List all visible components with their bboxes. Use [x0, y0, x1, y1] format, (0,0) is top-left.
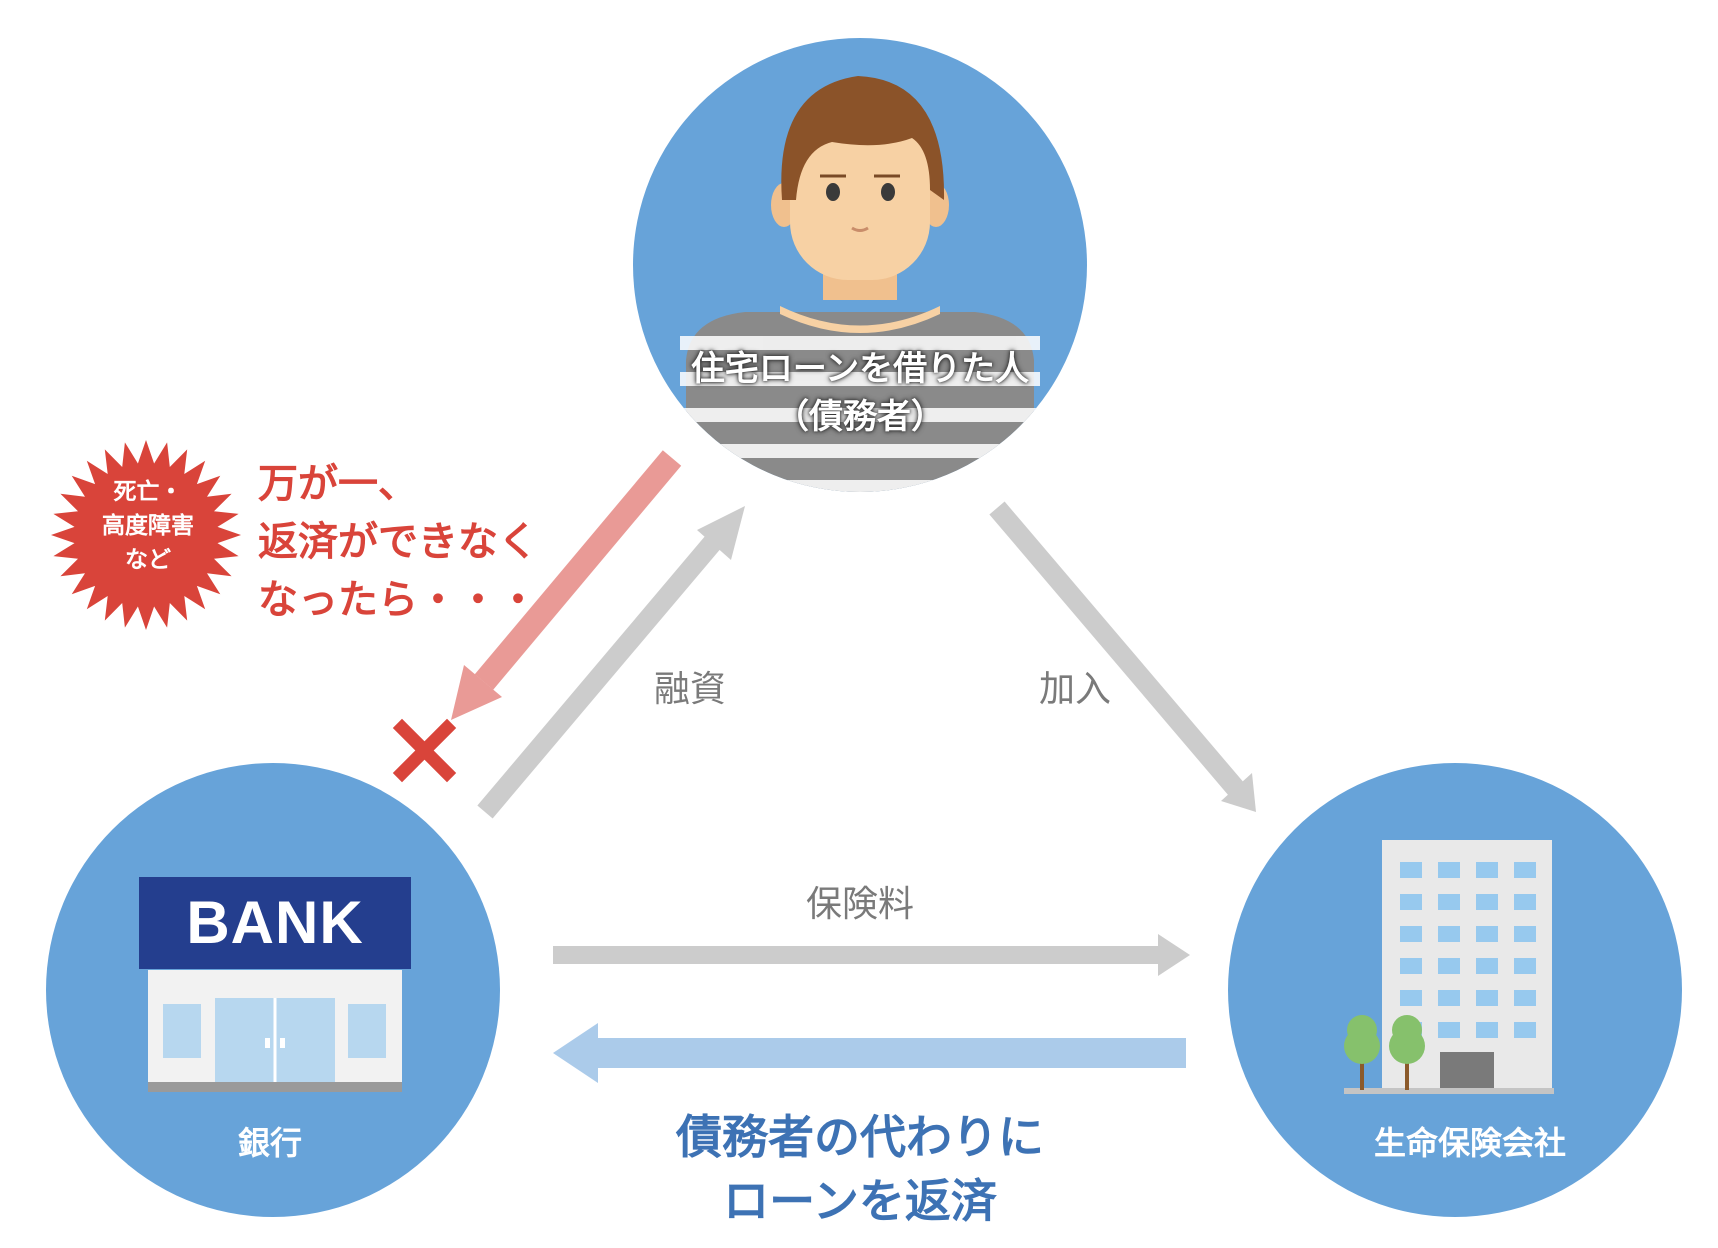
- debtor-label-line1: 住宅ローンを借りた人: [690, 349, 1030, 389]
- warning-text: 万が一、 返済ができなく なったら・・・: [258, 455, 598, 629]
- repayment-arrow: [553, 1023, 1186, 1083]
- debtor-label: 住宅ローンを借りた人 （債務者）: [635, 345, 1085, 441]
- warning-line: 万が一、: [258, 461, 418, 507]
- premium-label: 保険料: [805, 884, 914, 925]
- office-building-icon: [1344, 840, 1554, 1094]
- burst-line: など: [125, 547, 171, 573]
- bank-label: 銀行: [237, 1124, 302, 1162]
- burst-line: 死亡・: [113, 479, 183, 505]
- repayment-line: 債務者の代わりに: [676, 1110, 1044, 1164]
- repayment-text: 債務者の代わりに ローンを返済: [600, 1105, 1120, 1233]
- starburst-badge: [51, 440, 241, 630]
- warning-line: 返済ができなく: [258, 519, 538, 565]
- debtor-label-line2: （債務者）: [775, 397, 945, 437]
- cross-icon: [392, 718, 457, 783]
- repayment-line: ローンを返済: [723, 1174, 997, 1228]
- bank-building-icon: [139, 877, 411, 1092]
- default-arrow: [451, 450, 682, 720]
- burst-line: 高度障害: [102, 513, 194, 539]
- insurer-label: 生命保険会社: [1373, 1124, 1566, 1162]
- join-arrow: [989, 501, 1256, 812]
- loan-label: 融資: [653, 669, 726, 710]
- loan-arrow: [477, 506, 745, 819]
- premium-arrow: [553, 934, 1190, 976]
- burst-text: 死亡・ 高度障害 など: [78, 475, 218, 577]
- warning-line: なったら・・・: [258, 577, 538, 623]
- join-label: 加入: [1038, 669, 1111, 710]
- bank-sign-text: BANK: [186, 889, 364, 956]
